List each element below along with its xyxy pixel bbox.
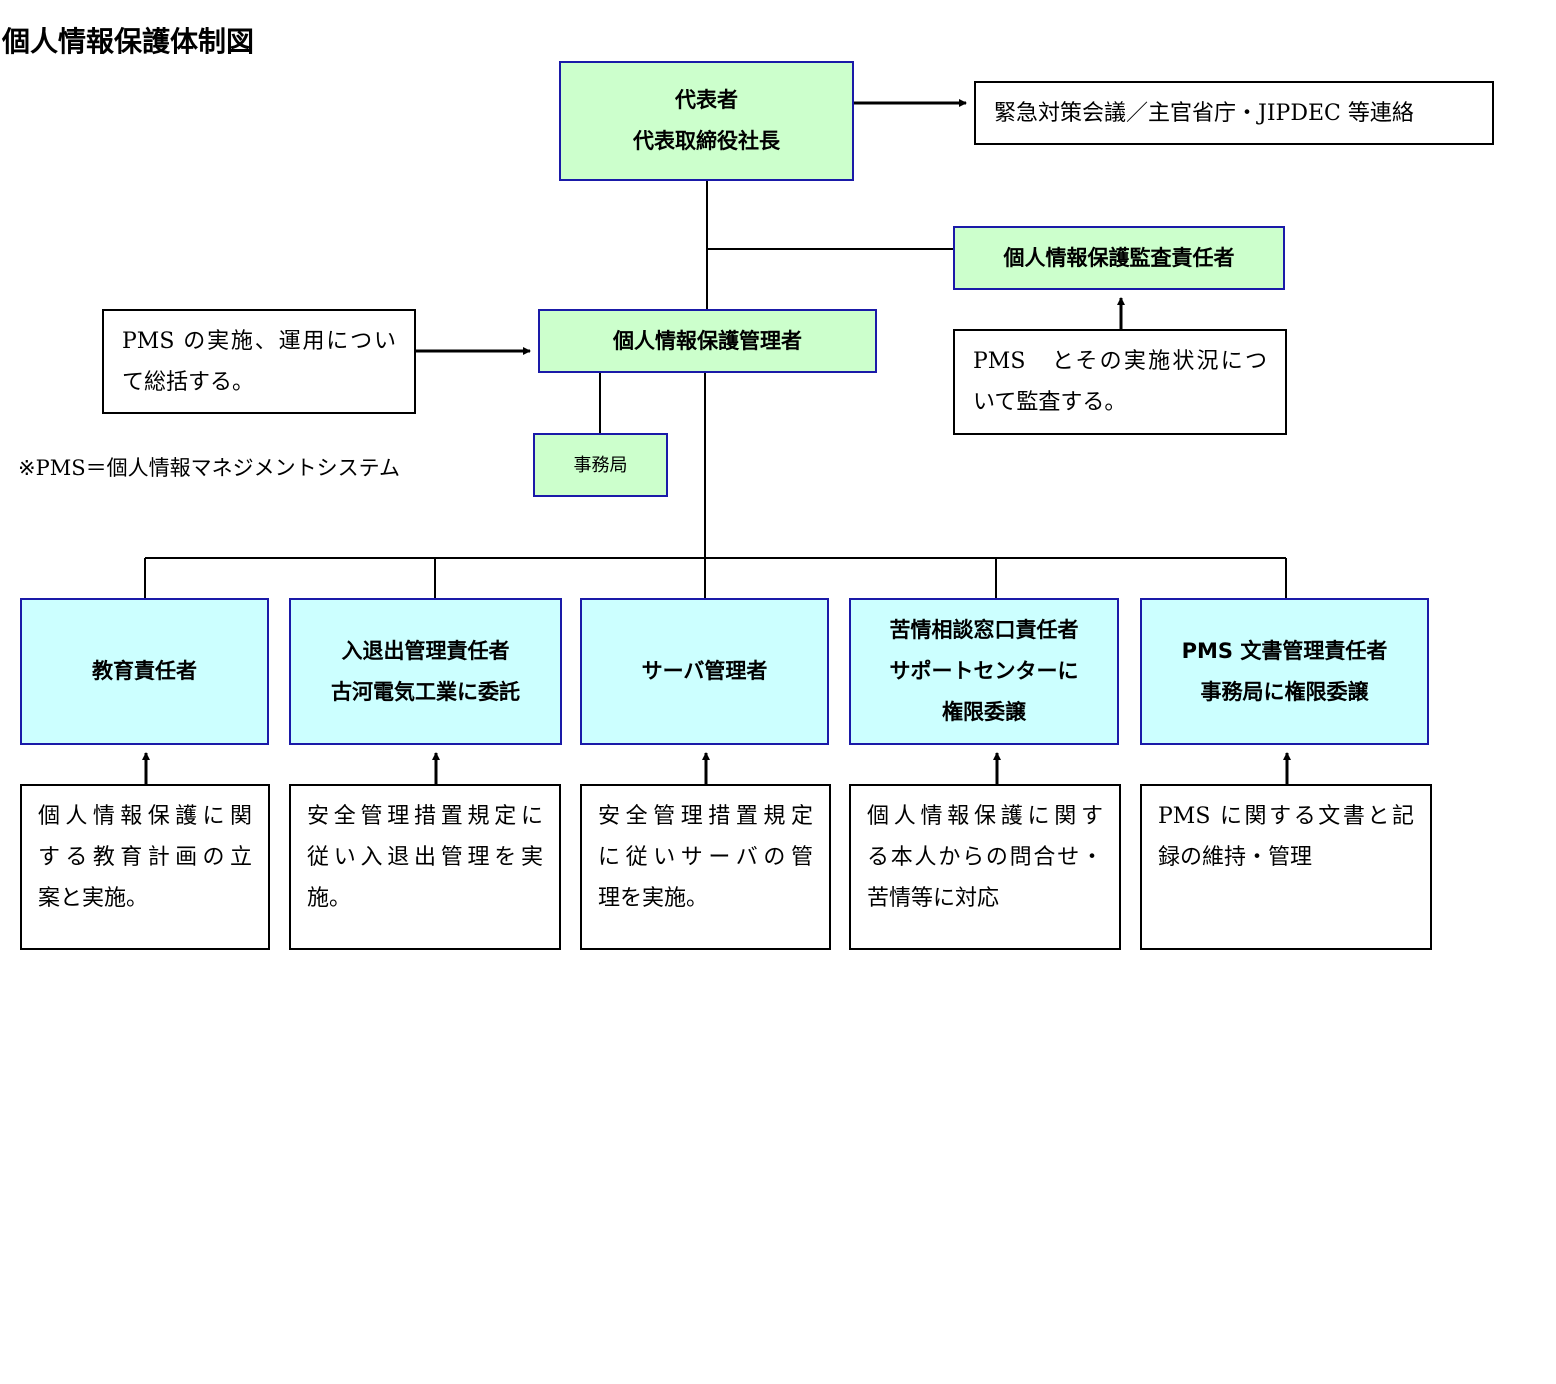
unit-label-line: 苦情相談窓口責任者 bbox=[889, 618, 1079, 642]
unit-box-entry-exit: 入退出管理責任者 古河電気工業に委託 bbox=[289, 598, 562, 745]
representative-box: 代表者 代表取締役社長 bbox=[559, 61, 854, 181]
audit-note-box: PMS とその実施状況につ いて監査する。 bbox=[953, 329, 1287, 435]
unit-note-education: 個人情報保護に関 する教育計画の立 案と実施。 bbox=[20, 784, 270, 950]
unit-note-line: 安全管理措置規定に bbox=[307, 804, 543, 829]
unit-note-line: 録の維持・管理 bbox=[1158, 845, 1313, 870]
unit-label-line: 教育責任者 bbox=[92, 659, 197, 683]
manager-note-line: PMS の実施、運用につい bbox=[122, 329, 396, 354]
unit-note-line: に従いサーバの管 bbox=[598, 845, 813, 870]
unit-label-line: PMS 文書管理責任者 bbox=[1181, 638, 1388, 663]
page-title: 個人情報保護体制図 bbox=[2, 25, 255, 58]
unit-note-line: 施。 bbox=[307, 886, 352, 911]
unit-note-line: 安全管理措置規定 bbox=[598, 804, 813, 829]
unit-note-line: る本人からの問合せ・ bbox=[867, 845, 1103, 870]
unit-note-line: する教育計画の立 bbox=[38, 845, 252, 870]
pms-legend: ※PMS＝個人情報マネジメントシステム bbox=[18, 456, 400, 480]
unit-label-line: サーバ管理者 bbox=[641, 659, 768, 683]
unit-note-line: 理を実施。 bbox=[598, 886, 709, 911]
audit-note-line: いて監査する。 bbox=[973, 390, 1127, 415]
unit-note-documents: PMS に関する文書と記 録の維持・管理 bbox=[1140, 784, 1432, 950]
representative-line: 代表取締役社長 bbox=[633, 129, 780, 153]
auditor-label: 個人情報保護監査責任者 bbox=[1003, 245, 1235, 270]
representative-line: 代表者 bbox=[675, 88, 738, 112]
unit-note-entry-exit: 安全管理措置規定に 従い入退出管理を実 施。 bbox=[289, 784, 561, 950]
unit-note-server: 安全管理措置規定 に従いサーバの管 理を実施。 bbox=[580, 784, 831, 950]
emergency-box: 緊急対策会議／主官省庁・JIPDEC 等連絡 bbox=[974, 81, 1494, 145]
unit-note-line: PMS に関する文書と記 bbox=[1158, 804, 1414, 829]
secretariat-label: 事務局 bbox=[573, 454, 628, 476]
unit-box-education: 教育責任者 bbox=[20, 598, 269, 745]
unit-label-line: 事務局に権限委譲 bbox=[1200, 679, 1369, 704]
unit-note-complaints: 個人情報保護に関す る本人からの問合せ・ 苦情等に対応 bbox=[849, 784, 1121, 950]
unit-box-complaints: 苦情相談窓口責任者 サポートセンターに 権限委譲 bbox=[849, 598, 1119, 745]
unit-note-line: 個人情報保護に関す bbox=[867, 804, 1103, 829]
unit-note-line: 案と実施。 bbox=[38, 886, 149, 911]
unit-label-line: 入退出管理責任者 bbox=[341, 638, 510, 663]
unit-note-line: 従い入退出管理を実 bbox=[307, 845, 543, 870]
manager-label: 個人情報保護管理者 bbox=[613, 328, 802, 353]
unit-box-documents: PMS 文書管理責任者 事務局に権限委譲 bbox=[1140, 598, 1429, 745]
manager-box: 個人情報保護管理者 bbox=[538, 309, 877, 373]
emergency-text: 緊急対策会議／主官省庁・JIPDEC 等連絡 bbox=[994, 100, 1414, 126]
unit-label-line: 古河電気工業に委託 bbox=[331, 679, 520, 704]
manager-note-line: て総括する。 bbox=[122, 370, 255, 395]
auditor-box: 個人情報保護監査責任者 bbox=[953, 226, 1285, 290]
unit-label-line: 権限委譲 bbox=[942, 700, 1026, 724]
unit-note-line: 個人情報保護に関 bbox=[38, 804, 252, 829]
unit-label-line: サポートセンターに bbox=[889, 659, 1079, 683]
unit-note-line: 苦情等に対応 bbox=[867, 886, 1000, 911]
manager-note-box: PMS の実施、運用につい て総括する。 bbox=[102, 309, 416, 414]
secretariat-box: 事務局 bbox=[533, 433, 668, 497]
unit-box-server: サーバ管理者 bbox=[580, 598, 829, 745]
audit-note-line: PMS とその実施状況につ bbox=[973, 349, 1267, 374]
